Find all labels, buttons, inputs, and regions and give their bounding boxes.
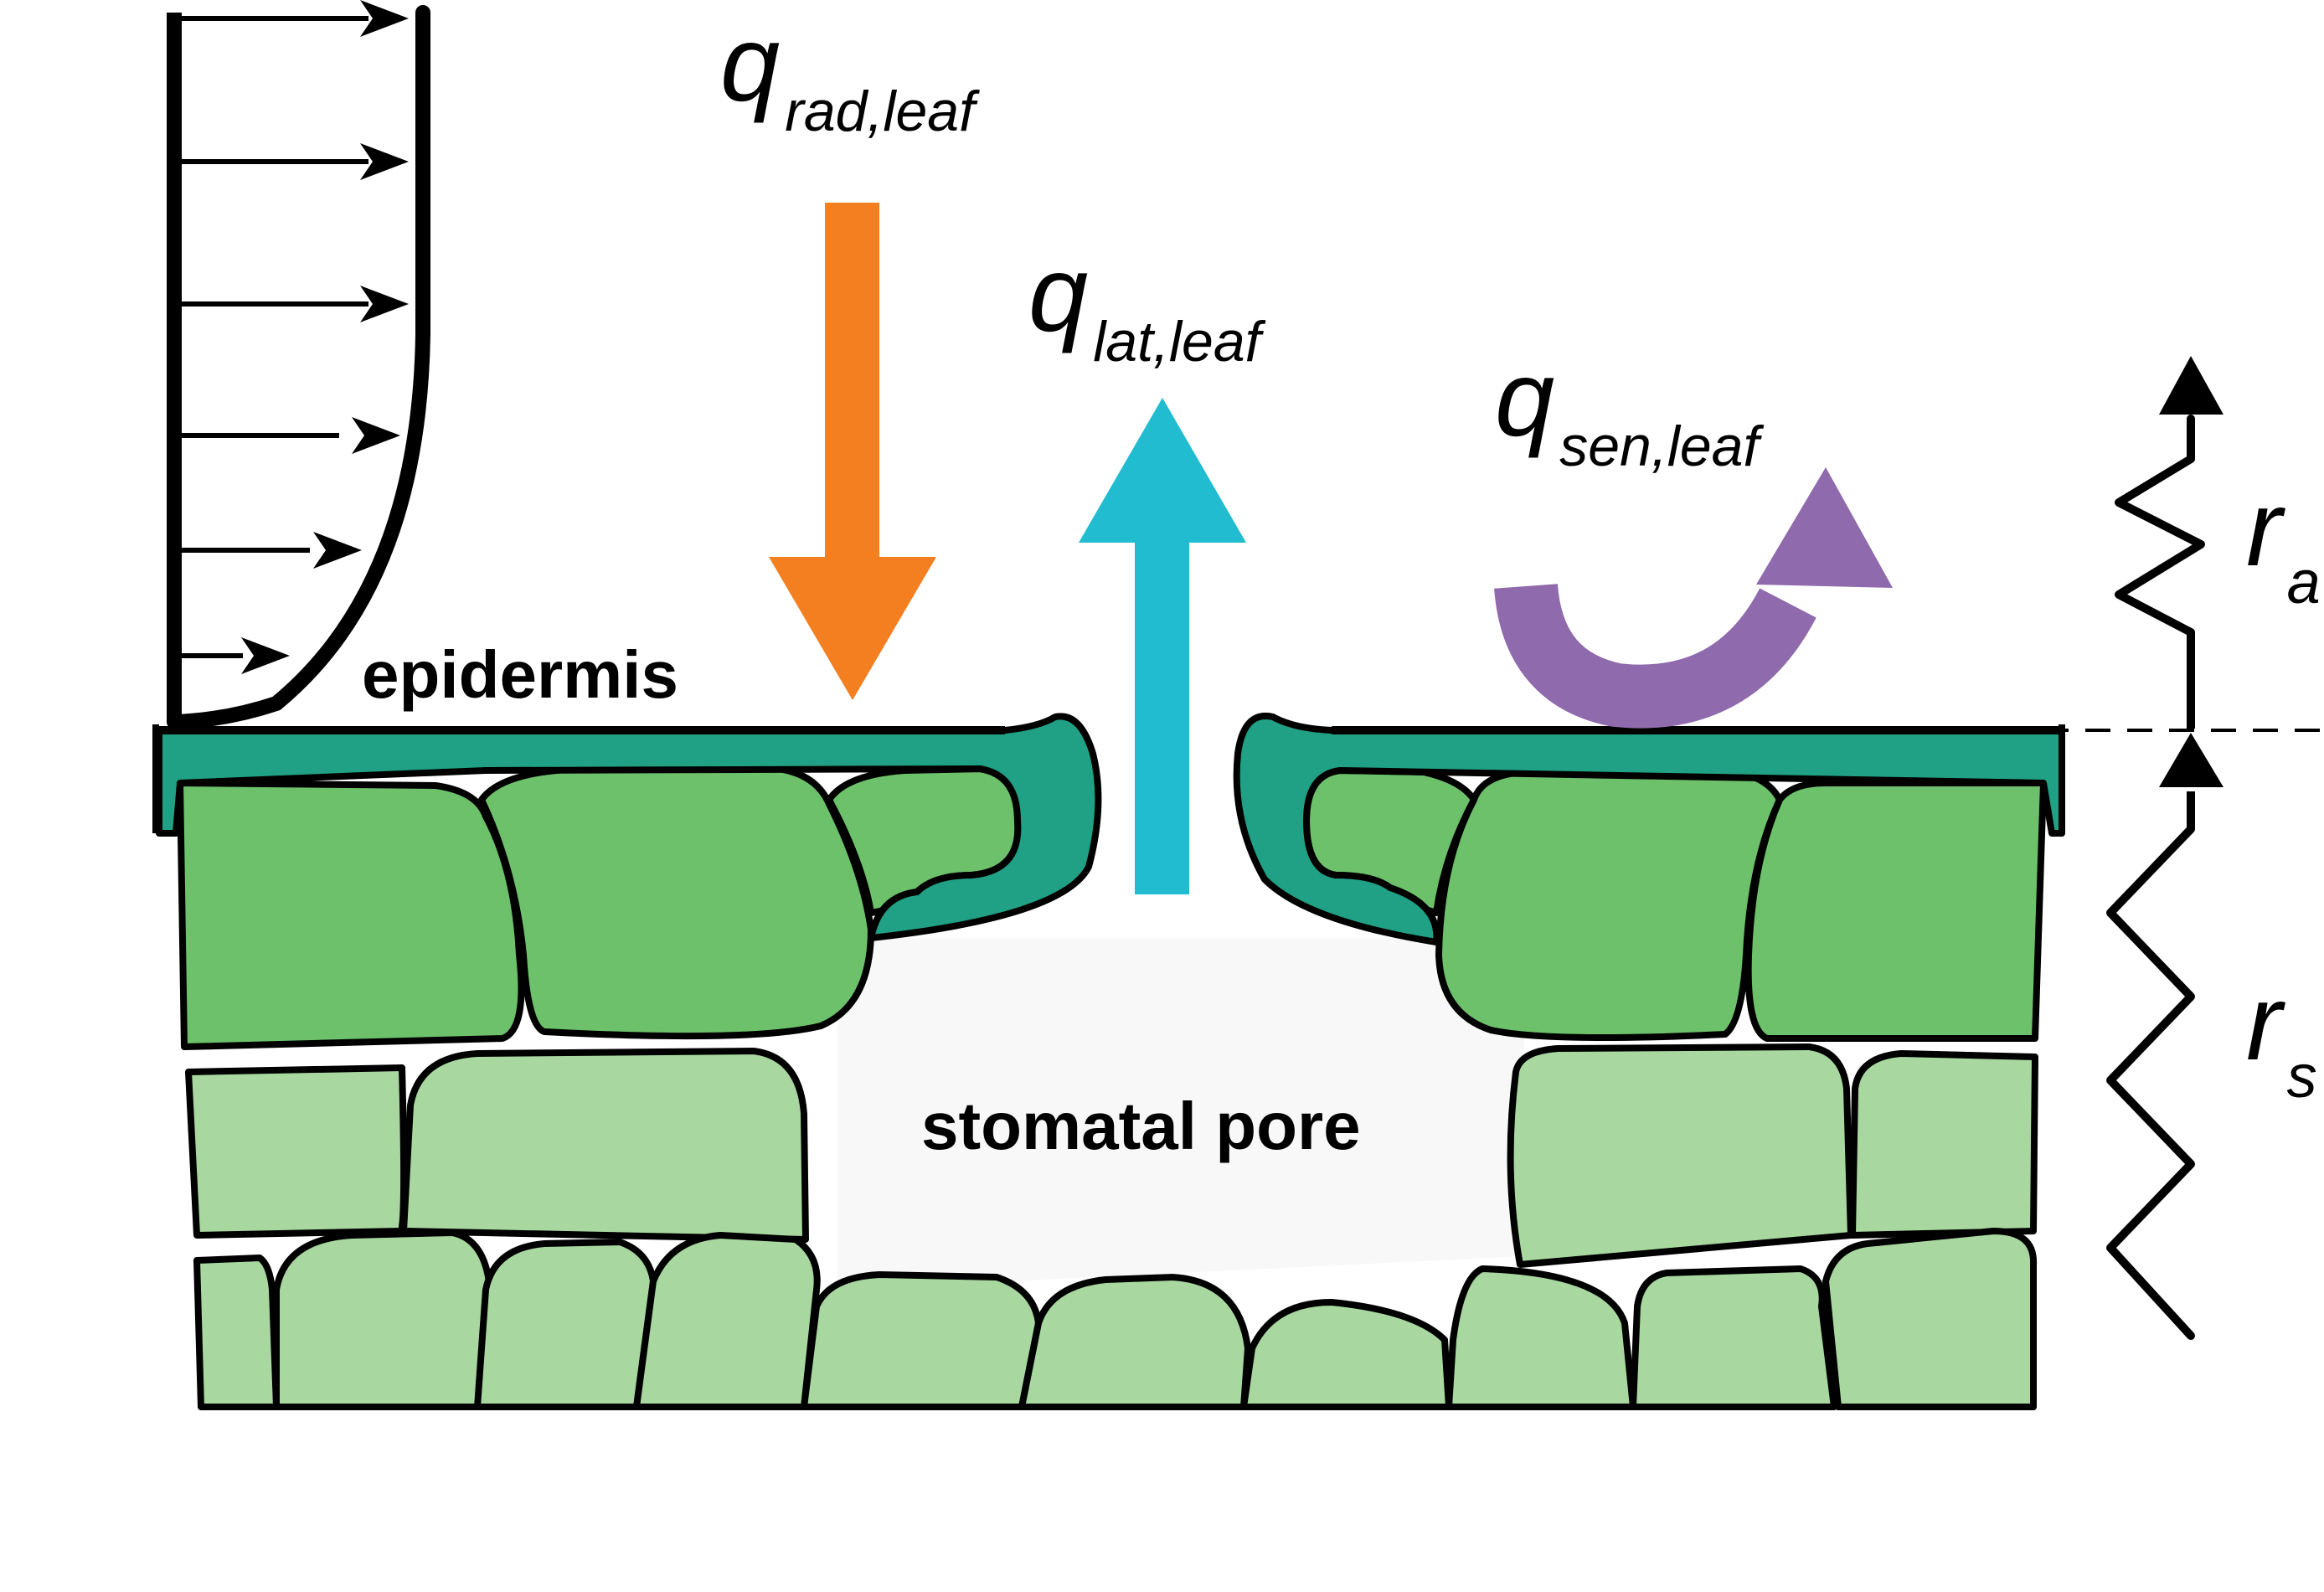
- resistance-network: [2002, 356, 2324, 1340]
- mesophyll-cell: [633, 1232, 821, 1410]
- mesophyll-cell: [273, 1229, 493, 1410]
- mesophyll-cell: [1822, 1228, 2038, 1410]
- mesophyll-cell: [1507, 1043, 1854, 1268]
- epidermis-left: [156, 713, 1102, 941]
- stomatal-pore-label: stomatal pore: [921, 1089, 1361, 1163]
- radiation-flux-label: qrad,leaf: [720, 4, 980, 143]
- sensible-heat-arrow: [1494, 467, 1893, 729]
- velocity-profile: [167, 0, 430, 729]
- latent-flux-label: qlat,leaf: [1028, 234, 1266, 374]
- epidermis-label: epidermis: [362, 637, 678, 712]
- aerodynamic-resistor: [2115, 356, 2224, 729]
- stomatal-resistance-label: rs: [2246, 963, 2317, 1110]
- guard-cell: [478, 765, 874, 1040]
- leaf-surface: [152, 724, 2065, 833]
- guard-cell: [177, 780, 525, 1050]
- mesophyll-cell: [193, 1255, 280, 1410]
- radiation-arrow: [769, 203, 936, 700]
- mesophyll-cell: [1445, 1265, 1636, 1410]
- mesophyll-cell: [185, 1064, 408, 1239]
- mesophyll-cell: [801, 1271, 1042, 1410]
- guard-cell: [1435, 767, 1783, 1041]
- mesophyll-cell: [400, 1048, 809, 1243]
- guard-cell-layer: [177, 765, 2047, 1050]
- sensible-flux-label: qsen,leaf: [1495, 339, 1764, 478]
- guard-cell: [1744, 780, 2047, 1042]
- latent-heat-arrow: [1079, 398, 1246, 894]
- mesophyll-cell: [1018, 1274, 1251, 1410]
- mesophyll-layer: [185, 1043, 2038, 1410]
- mesophyll-cell: [1849, 1050, 2038, 1239]
- epidermis-layer: [156, 712, 2065, 945]
- mesophyll-cell: [474, 1239, 657, 1410]
- velocity-arrows: [180, 16, 368, 658]
- stomatal-pore-region: [837, 938, 1524, 1290]
- velocity-arrowheads: [241, 0, 409, 674]
- epidermis-right: [1233, 712, 2065, 945]
- aerodynamic-resistance-label: ra: [2246, 469, 2321, 616]
- mesophyll-cell: [1240, 1299, 1452, 1410]
- mesophyll-cell: [1630, 1265, 1837, 1410]
- stomatal-resistor: [2106, 733, 2224, 1340]
